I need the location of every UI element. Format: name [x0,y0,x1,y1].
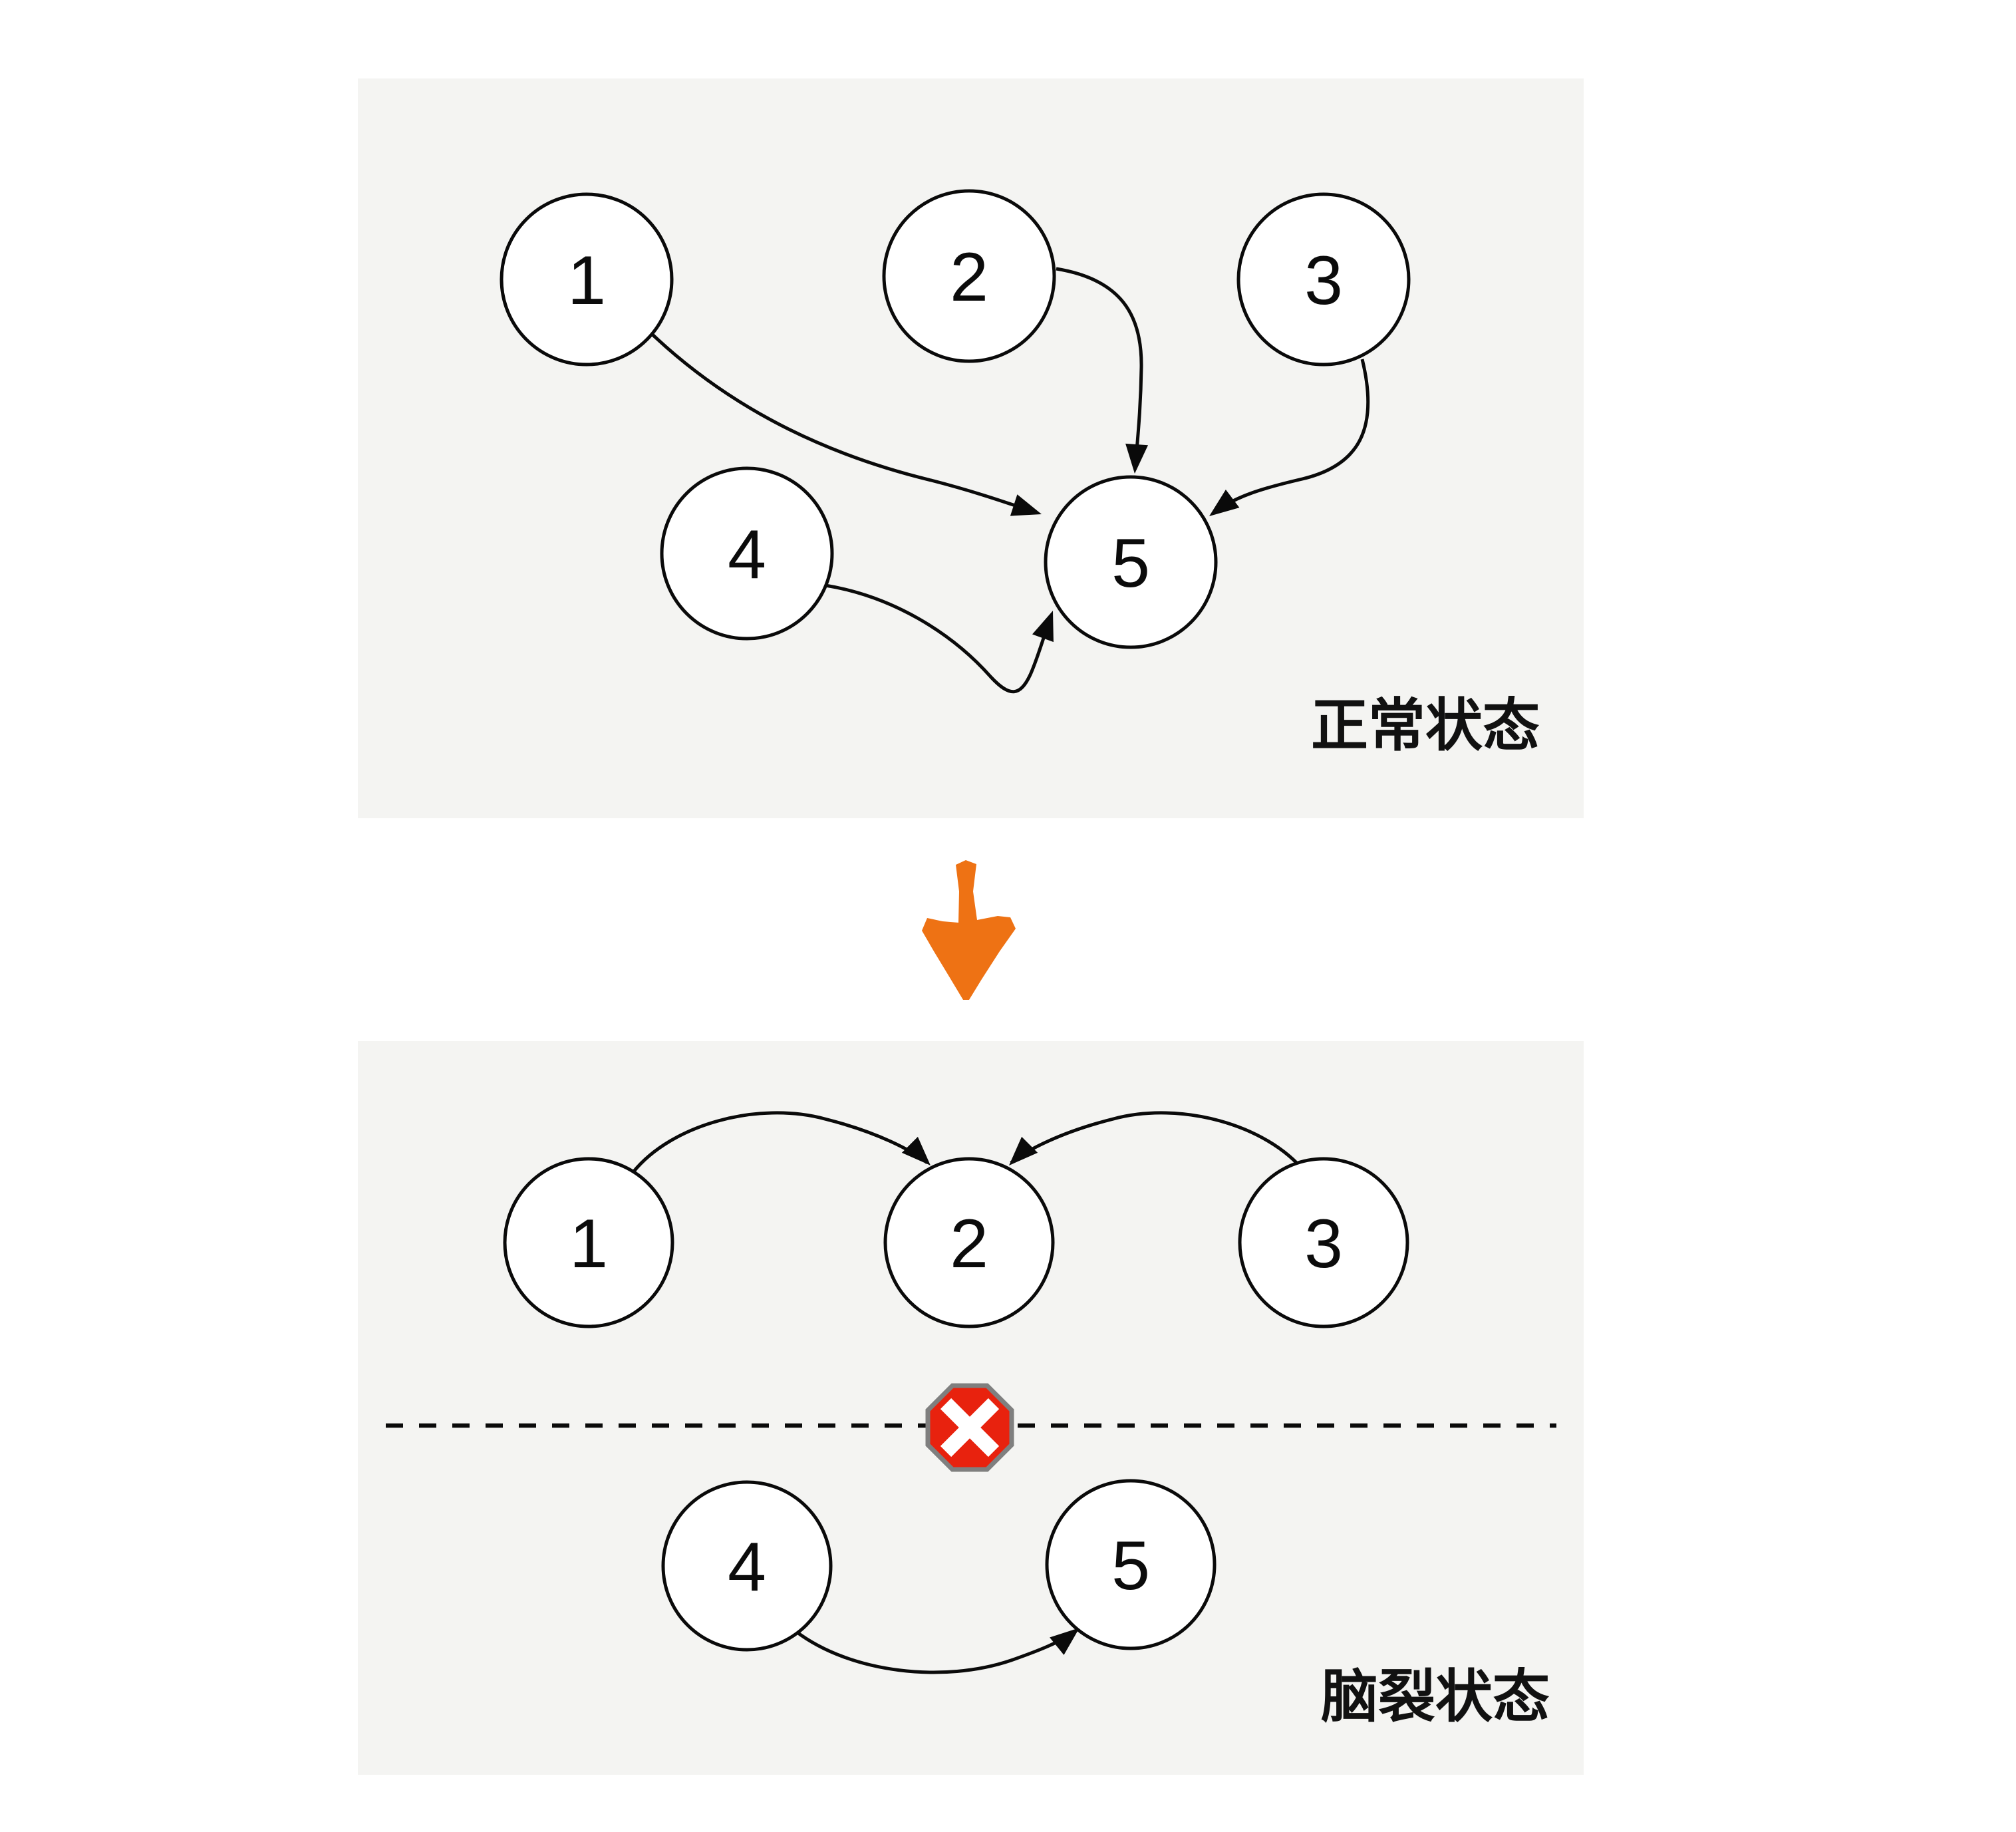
node-label: 2 [950,1205,988,1283]
arrowhead-icon [901,1136,931,1165]
split-node-2-leader: 2 [883,1157,1055,1328]
node-label: 4 [728,516,766,593]
normal-node-2: 2 [882,189,1056,363]
node-label: 4 [728,1529,766,1606]
edge-node4-to-node5 [825,583,1053,694]
node-circle [882,189,1056,363]
node-label: 1 [567,242,606,319]
node-circle [503,1157,674,1328]
node-label: 1 [569,1205,608,1283]
node-circle [883,1157,1055,1328]
node-circle [500,192,674,367]
split-node-3: 3 [1238,1157,1409,1328]
normal-state-caption: 正常状态 [1311,694,1540,758]
node-circle [1236,192,1411,367]
split-node-1: 1 [503,1157,674,1328]
stop-x-stroke [940,1398,1000,1457]
node-label: 3 [1304,242,1343,319]
normal-node-4: 4 [660,466,834,641]
node-circle [1045,1479,1217,1650]
node-label: 5 [1111,1527,1150,1604]
edge-node4-to-node5 [794,1630,1076,1674]
crayon-down-arrow-icon [922,860,1016,1000]
normal-state-edges [650,267,1370,694]
node-circle [661,1480,833,1652]
stop-x-icon [925,1383,1014,1472]
node-circle [1238,1157,1409,1328]
node-label: 2 [950,239,988,316]
arrowhead-icon [1010,494,1042,516]
node-circle [660,466,834,641]
normal-node-5-leader: 5 [1044,475,1218,649]
crayon-arrow-shape [922,860,1016,1000]
edge-node1-to-node5 [650,333,1036,514]
arrowhead-icon [1125,443,1149,474]
split-brain-edges-bottom [794,1628,1080,1674]
normal-node-3: 3 [1236,192,1411,367]
arrowhead-icon [1050,1628,1080,1655]
arrowhead-icon [1009,1136,1038,1165]
arrowhead-icon [1209,489,1240,516]
split-node-5-leader: 5 [1045,1479,1217,1650]
edge-node3-to-node5 [1213,359,1370,514]
split-brain-edges-top [632,1111,1306,1173]
split-brain-caption: 脑裂状态 [1321,1665,1550,1729]
arrowhead-icon [1032,611,1054,643]
normal-node-1: 1 [500,192,674,367]
split-node-4: 4 [661,1480,833,1652]
node-label: 3 [1304,1205,1343,1283]
edge-node2-to-node5 [1056,267,1143,468]
edge-node3-to-node2 [1010,1111,1306,1173]
edge-node1-to-node2 [632,1111,929,1173]
node-circle [1044,475,1218,649]
node-label: 5 [1111,525,1150,602]
